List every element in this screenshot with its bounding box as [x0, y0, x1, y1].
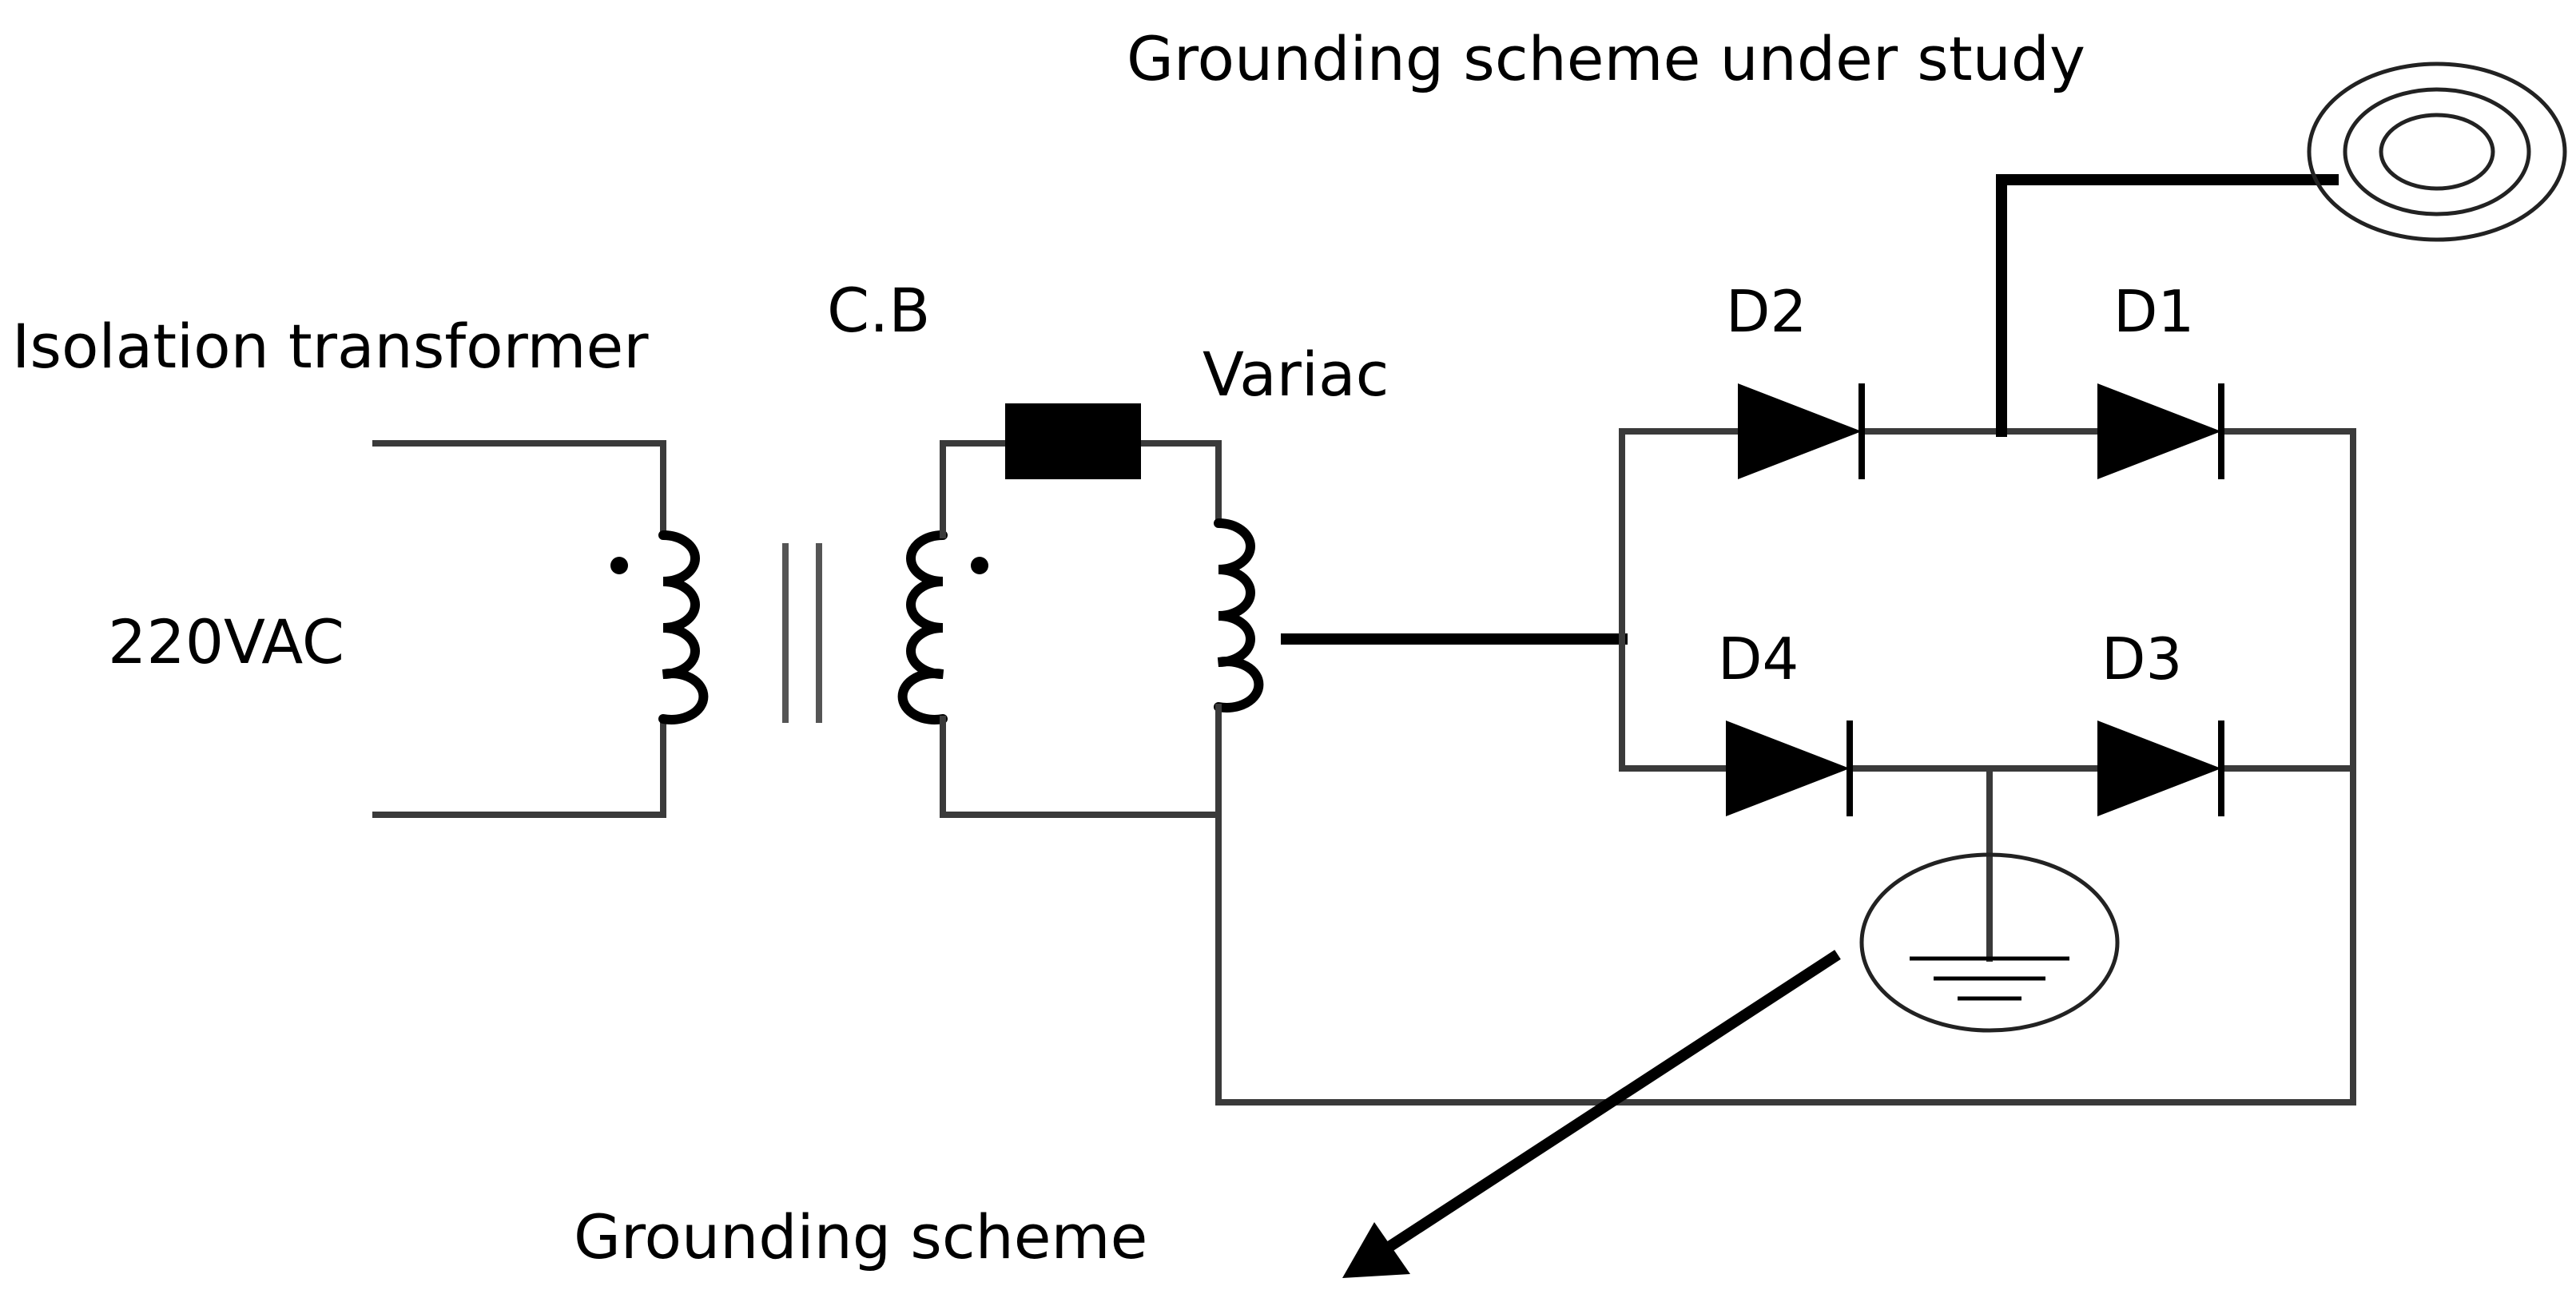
- bridge-rectifier: [1215, 383, 2356, 1106]
- primary-coil: [658, 530, 709, 724]
- grounding-under-study-connection: [1996, 174, 2339, 437]
- secondary-loop: [940, 440, 1222, 818]
- source-voltage-label: 220VAC: [108, 606, 344, 677]
- isolation-transformer-label: Isolation transformer: [12, 311, 649, 382]
- secondary-coil: [897, 530, 948, 724]
- variac-coil: [1214, 518, 1264, 713]
- isolation-transformer: [610, 530, 988, 724]
- diode-d2: [1738, 383, 1865, 479]
- d1-label: D1: [2113, 278, 2194, 345]
- d2-label: D2: [1726, 278, 1807, 345]
- diode-d3: [2097, 720, 2224, 816]
- polarity-dot-secondary: [971, 557, 988, 574]
- grounding-scheme-under-study-label: Grounding scheme under study: [1127, 23, 2085, 94]
- ground-icon: [1859, 765, 2120, 1033]
- diode-d1: [2097, 383, 2224, 479]
- variac: [1214, 518, 1628, 1106]
- ring-electrode-icon: [2307, 62, 2567, 242]
- input-leads: [372, 440, 666, 818]
- circuit-breaker: [1005, 403, 1141, 479]
- diode-d4: [1726, 720, 1853, 816]
- d4-label: D4: [1718, 625, 1799, 693]
- polarity-dot-primary: [610, 557, 628, 574]
- circuit-breaker-label: C.B: [827, 275, 930, 346]
- d3-label: D3: [2101, 625, 2182, 693]
- variac-label: Variac: [1203, 339, 1389, 410]
- grounding-scheme-arrow: [1342, 950, 1841, 1278]
- grounding-scheme-label: Grounding scheme: [574, 1201, 1147, 1272]
